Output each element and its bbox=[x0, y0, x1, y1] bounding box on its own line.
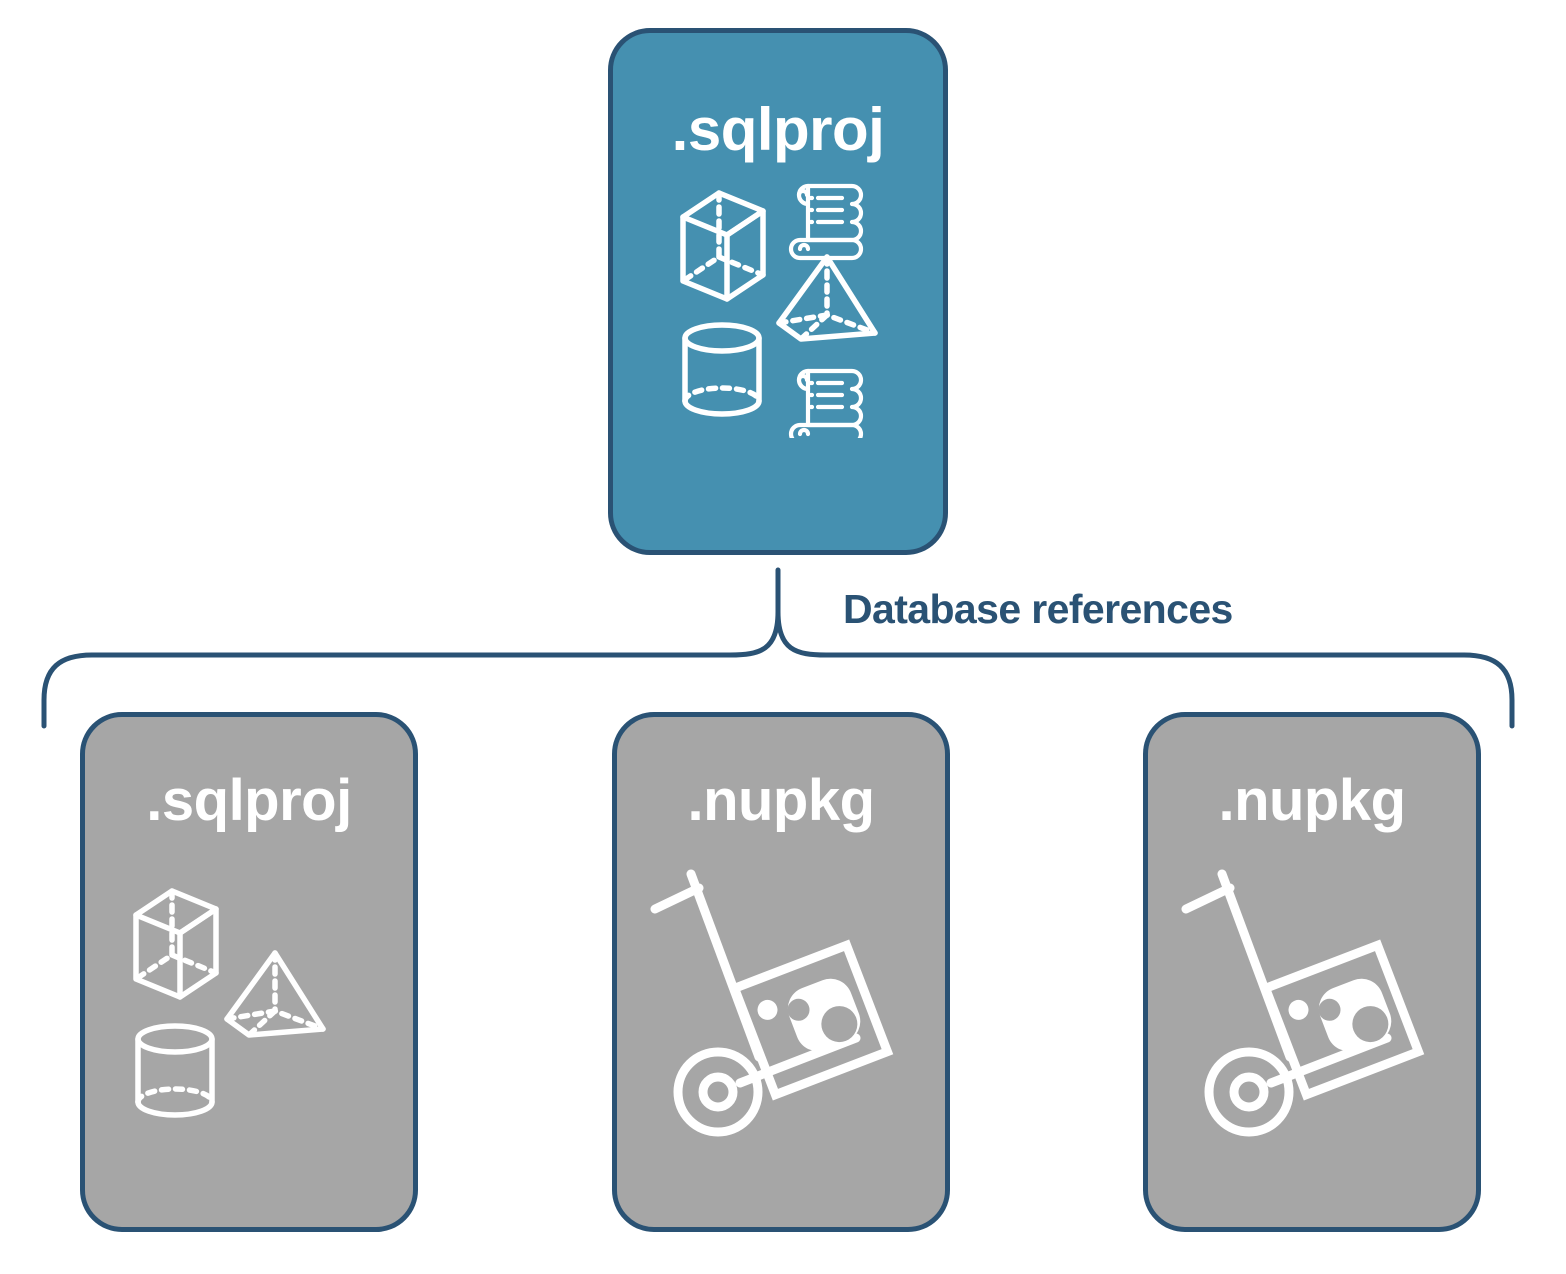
database-references-label: Database references bbox=[843, 586, 1233, 632]
card-reference-nupkg-2[interactable]: .nupkg bbox=[1143, 712, 1481, 1232]
card-title-reference-nupkg-2: .nupkg bbox=[1218, 768, 1406, 833]
scroll-script-icon bbox=[788, 183, 864, 261]
reference-nupkg-2-icon-group bbox=[1177, 867, 1447, 1157]
card-reference-sqlproj[interactable]: .sqlproj bbox=[80, 712, 418, 1232]
card-title-reference-sqlproj: .sqlproj bbox=[146, 768, 352, 833]
cube-wireframe-icon bbox=[133, 888, 219, 1000]
card-title-sqlproj-root: .sqlproj bbox=[671, 96, 885, 163]
hand-truck-package-icon bbox=[650, 869, 894, 1137]
reference-sqlproj-icon-group bbox=[114, 867, 384, 1157]
top-card-icon-group bbox=[675, 173, 890, 446]
pyramid-wireframe-icon bbox=[776, 254, 878, 342]
cylinder-wireframe-icon bbox=[135, 1023, 215, 1118]
cube-wireframe-icon bbox=[680, 190, 766, 302]
pyramid-wireframe-icon bbox=[224, 950, 326, 1038]
card-reference-nupkg-1[interactable]: .nupkg bbox=[612, 712, 950, 1232]
card-title-reference-nupkg-1: .nupkg bbox=[687, 768, 875, 833]
hand-truck-package-icon bbox=[1181, 869, 1425, 1137]
reference-nupkg-1-icon-group bbox=[646, 867, 916, 1157]
card-sqlproj-root[interactable]: .sqlproj bbox=[608, 28, 948, 555]
scroll-script-icon bbox=[788, 368, 864, 446]
cylinder-wireframe-icon bbox=[682, 322, 762, 417]
